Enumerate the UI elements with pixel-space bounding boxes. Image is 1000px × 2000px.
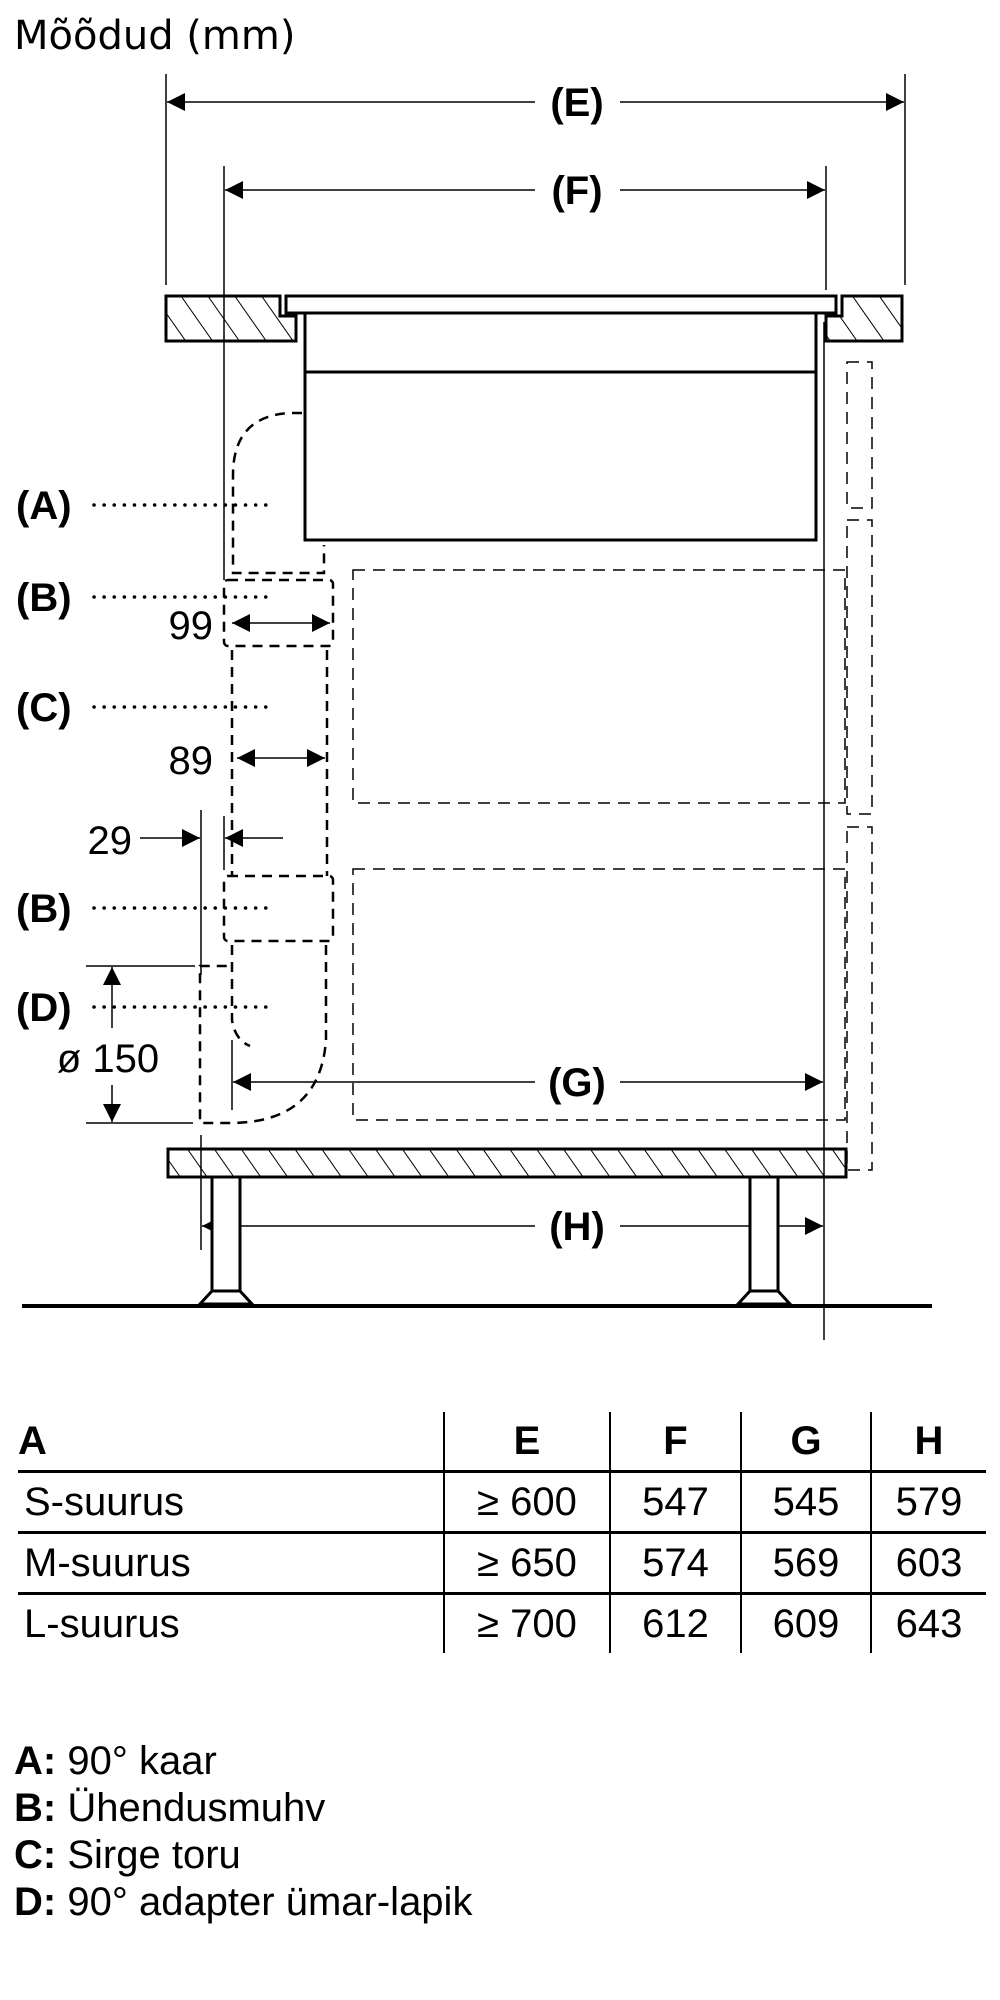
table-cell-g: 545 bbox=[740, 1471, 871, 1534]
cooktop bbox=[284, 294, 838, 542]
table-cell-g: 569 bbox=[740, 1532, 871, 1595]
measurement-99-label: 99 bbox=[169, 604, 214, 648]
measurement-89-label: 89 bbox=[169, 739, 214, 783]
elbow-a bbox=[231, 411, 326, 575]
table-row: S-suurus ≥ 600 547 545 579 bbox=[18, 1471, 986, 1534]
dimensions-table: A E F G H S-suurus ≥ 600 547 545 579 M-s… bbox=[18, 1412, 986, 1653]
leg-right bbox=[748, 1175, 780, 1293]
dimension-e-label: (E) bbox=[550, 81, 603, 125]
table-cell-f: 612 bbox=[609, 1593, 741, 1653]
side-panel-1 bbox=[846, 361, 873, 509]
legend-item: D: 90° adapter ümar-lapik bbox=[14, 1879, 472, 1926]
drawer-upper bbox=[352, 569, 846, 804]
cooktop-glass bbox=[284, 294, 838, 315]
installation-diagram: (E) (F) (A) bbox=[16, 74, 932, 1340]
table-cell-h: 603 bbox=[870, 1532, 986, 1595]
cabinet-shelf bbox=[166, 1147, 848, 1179]
diagram-title: Mõõdud (mm) bbox=[14, 13, 296, 59]
part-label-d: (D) bbox=[16, 986, 72, 1030]
leg-left bbox=[210, 1175, 242, 1293]
cabinet-legs bbox=[196, 1175, 794, 1306]
dimension-g-label: (G) bbox=[548, 1061, 606, 1105]
part-labels: (A) (B) (C) (B) (D) bbox=[16, 484, 72, 1030]
legend-text: Ühendusmuhv bbox=[67, 1786, 326, 1830]
dimension-h-label: (H) bbox=[549, 1205, 605, 1249]
foot-right bbox=[734, 1289, 794, 1306]
part-label-c: (C) bbox=[16, 686, 72, 730]
cooktop-upper-body bbox=[303, 311, 818, 374]
cooktop-lower-body bbox=[303, 370, 818, 542]
table-cell-e: ≥ 650 bbox=[443, 1532, 610, 1595]
measurement-89: 89 bbox=[169, 739, 325, 783]
legend-key: A: bbox=[14, 1739, 57, 1783]
adapter-d bbox=[198, 945, 328, 1125]
measurement-diameter: ø 150 bbox=[57, 965, 195, 1124]
dimension-g: (G) bbox=[233, 1061, 823, 1105]
table-cell-size: L-suurus bbox=[24, 1602, 180, 1646]
drawer-lower bbox=[352, 868, 846, 1121]
legend-text: Sirge toru bbox=[67, 1833, 241, 1877]
dimension-e: (E) bbox=[167, 81, 904, 125]
table-row: M-suurus ≥ 650 574 569 603 bbox=[18, 1532, 986, 1595]
table-cell-h: 579 bbox=[870, 1471, 986, 1534]
table-header-row: A E F G H bbox=[18, 1412, 986, 1473]
legend-text: 90° kaar bbox=[67, 1739, 217, 1783]
table-cell-size: M-suurus bbox=[18, 1532, 444, 1595]
dimension-h: (H) bbox=[202, 1205, 823, 1249]
legend-key: B: bbox=[14, 1786, 57, 1830]
coupler-b1 bbox=[222, 578, 335, 648]
part-label-b1: (B) bbox=[16, 576, 72, 620]
table-cell-g: 609 bbox=[740, 1593, 871, 1653]
legend-key: C: bbox=[14, 1833, 57, 1877]
table-header-e: E bbox=[443, 1412, 610, 1473]
part-label-b2: (B) bbox=[16, 887, 72, 931]
table-cell-h: 643 bbox=[870, 1593, 986, 1653]
measurement-99: 99 bbox=[169, 604, 330, 648]
table-cell-size: S-suurus bbox=[18, 1471, 444, 1534]
part-leaders bbox=[92, 503, 277, 1009]
dimension-f: (F) bbox=[225, 169, 825, 213]
legend-key: D: bbox=[14, 1880, 57, 1924]
table-cell-f: 547 bbox=[609, 1471, 741, 1534]
table-cell-e: ≥ 600 bbox=[443, 1471, 610, 1534]
parts-legend: A: 90° kaar B: Ühendusmuhv C: Sirge toru… bbox=[14, 1738, 472, 1926]
legend-item: B: Ühendusmuhv bbox=[14, 1785, 472, 1832]
table-header-g: G bbox=[740, 1412, 871, 1473]
table-header-h: H bbox=[870, 1412, 986, 1473]
table-row: L-suurus ≥ 700 612 609 643 bbox=[18, 1593, 986, 1653]
coupler-b2 bbox=[222, 874, 335, 943]
dimension-f-label: (F) bbox=[551, 169, 602, 213]
legend-text: 90° adapter ümar-lapik bbox=[67, 1880, 473, 1924]
straight-pipe-c bbox=[230, 650, 329, 876]
measurement-29-label: 29 bbox=[88, 819, 133, 863]
legend-item: A: 90° kaar bbox=[14, 1738, 472, 1785]
side-panel-2 bbox=[846, 519, 873, 815]
table-cell-f: 574 bbox=[609, 1532, 741, 1595]
measurement-29: 29 bbox=[88, 819, 283, 863]
measurement-diameter-label: ø 150 bbox=[57, 1037, 159, 1081]
table-header-f: F bbox=[609, 1412, 741, 1473]
foot-left bbox=[196, 1289, 256, 1306]
part-label-a: (A) bbox=[16, 484, 72, 528]
table-cell-e: ≥ 700 bbox=[443, 1593, 610, 1653]
side-panel-3 bbox=[846, 826, 873, 1171]
countertop bbox=[164, 294, 904, 343]
legend-item: C: Sirge toru bbox=[14, 1832, 472, 1879]
drawers bbox=[352, 361, 873, 1171]
table-header-size: A bbox=[18, 1412, 444, 1473]
